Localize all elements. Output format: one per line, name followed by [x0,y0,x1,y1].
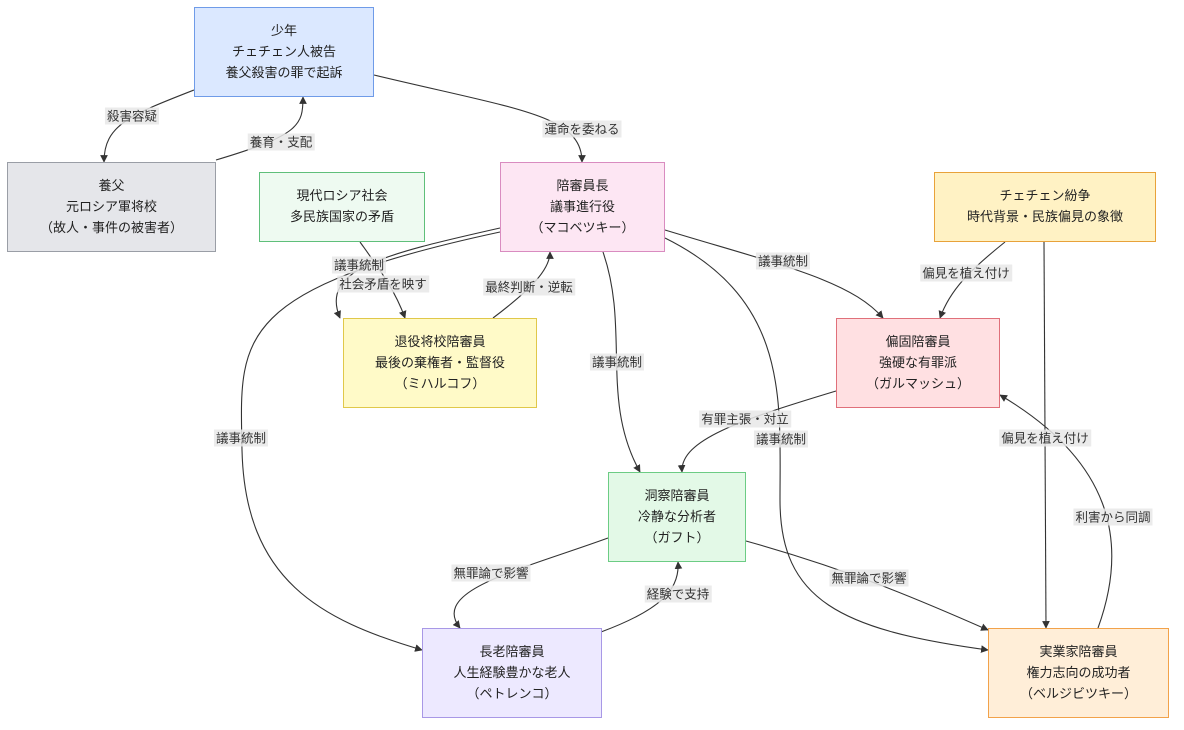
label-society-officer: 社会矛盾を映す [337,275,429,293]
node-text-line: 権力志向の成功者 [1026,665,1131,681]
node-text-line: チェチェン人被告 [231,44,336,60]
node-text-line: 議事進行役 [549,199,615,215]
node-text-line: （ミハルコフ） [394,376,486,392]
label-foreman-stubborn: 議事統制 [755,252,811,270]
label-foreman-business: 議事統制 [753,430,809,448]
label-stubborn-insight: 有罪主張・対立 [699,410,791,428]
edge-stubborn-insight [677,390,837,473]
node-text-line: （ベルジビツキー） [1019,686,1137,702]
edge-foreman-elder [240,231,501,652]
label-business-stubborn: 利害から同調 [1073,508,1153,526]
edge-father-boy [215,96,307,161]
label-father-boy: 養育・支配 [247,133,315,151]
edge-boy-father [100,89,195,163]
label-war-business: 偏見を植え付け [999,429,1091,447]
node-text-line: 強硬な有罪派 [878,355,957,371]
node-officer: 退役将校陪審員最後の棄権者・監督役 （ミハルコフ） [343,318,537,408]
node-elder: 長老陪審員人生経験豊かな老人 （ペトレンコ） [422,628,602,718]
node-text-line: 養父 [98,178,125,194]
label-officer-foreman: 最終判断・逆転 [483,278,575,296]
node-text-line: 養父殺害の罪で起訴 [225,65,343,81]
node-text-line: 洞察陪審員 [644,488,710,504]
node-text-line: 実業家陪審員 [1039,644,1118,660]
edge-foreman-business [664,237,989,653]
edge-insight-elder [452,537,609,629]
node-text-line: 陪審員長 [556,178,609,194]
node-text-line: （故人・事件の被害者） [39,220,183,236]
label-insight-business: 無罪論で影響 [829,569,909,587]
node-text-line: 元ロシア軍将校 [65,199,157,215]
label-foreman-insight: 議事統制 [589,353,645,371]
node-text-line: 長老陪審員 [479,644,545,660]
label-insight-elder: 無罪論で影響 [451,564,531,582]
node-foreman: 陪審員長議事進行役 （マコベツキー） [500,162,665,252]
node-text-line: 退役将校陪審員 [394,334,486,350]
node-stubborn: 偏固陪審員強硬な有罪派 （ガルマッシュ） [836,318,1000,408]
edge-business-stubborn [999,394,1113,629]
node-business: 実業家陪審員権力志向の成功者 （ベルジビツキー） [988,628,1169,718]
node-society: 現代ロシア社会多民族国家の矛盾 [259,172,425,242]
node-text-line: 最後の棄権者・監督役 [374,355,505,371]
node-text-line: 多民族国家の矛盾 [289,210,394,225]
node-text-line: （ガフト） [644,530,710,546]
node-text-line: （マコベツキー） [530,220,635,236]
node-text-line: 人生経験豊かな老人 [453,665,571,681]
node-text-line: チェチェン紛争 [999,189,1091,204]
edge-foreman-stubborn [664,229,884,319]
label-boy-foreman: 運命を委ねる [542,120,622,138]
edge-boy-foreman [373,74,586,163]
node-text-line: 冷静な分析者 [637,509,716,525]
node-war: チェチェン紛争時代背景・民族偏見の象徴 [934,172,1156,242]
node-text-line: （ガルマッシュ） [865,376,970,392]
node-insight: 洞察陪審員冷静な分析者 （ガフト） [608,472,746,562]
label-elder-insight: 経験で支持 [644,585,712,603]
node-text-line: 時代背景・民族偏見の象徴 [966,210,1123,225]
node-text-line: 偏固陪審員 [885,334,951,350]
node-father: 養父元ロシア軍将校 （故人・事件の被害者） [7,162,216,252]
label-war-stubborn: 偏見を植え付け [920,264,1012,282]
node-text-line: （ペトレンコ） [466,686,558,702]
label-foreman-elder: 議事統制 [213,429,269,447]
node-text-line: 少年 [270,23,297,39]
label-foreman-officer: 議事統制 [331,256,387,274]
node-text-line: 現代ロシア社会 [296,189,388,204]
label-boy-father: 殺害容疑 [104,107,160,125]
node-boy: 少年チェチェン人被告養父殺害の罪で起訴 [194,7,374,97]
